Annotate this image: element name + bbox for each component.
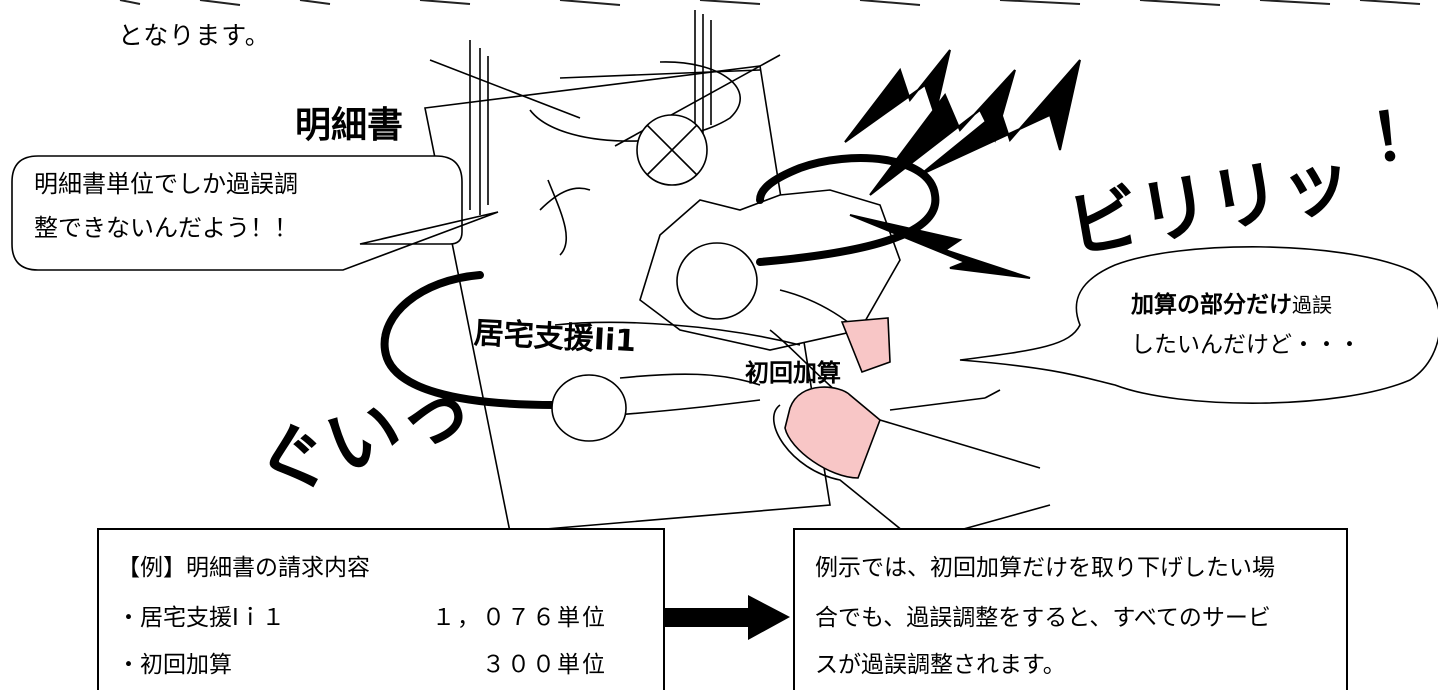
speech-bubble-right-shape [959,246,1438,404]
example-item-1-value: １，０７６単位 [432,605,607,631]
pull-loop-left [380,271,559,409]
paper-lines [429,10,781,256]
bubble-right-line-1: 加算の部分だけ過誤 [1131,285,1332,319]
example-item-2-name: ・初回加算 [117,652,232,678]
lightning-bolts [844,49,1081,279]
finger-top-icon [840,317,891,374]
bubble-left-line-1: 明細書単位でしか過誤調 [34,170,298,198]
bubble-right-bold: 加算の部分だけ [1131,292,1292,318]
hand-lines [879,389,1041,469]
note-pointer-line [959,504,1051,531]
note-line-2: 合でも、過誤調整をすると、すべてのサービ [815,605,1271,631]
note-line-1: 例示では、初回加算だけを取り下げしたい場 [815,555,1275,581]
bubble-right-line-2: したいんだけど・・・ [1131,332,1361,358]
bubble-right-rest: 過誤 [1292,293,1332,317]
speech-bubble-left-shape [11,155,499,271]
finger-bottom-icon [773,386,1051,651]
x-circle-mark [636,114,708,186]
grip-circle-bottom [551,374,627,442]
example-item-1-name: ・居宅支援Ⅰｉ１ [117,605,285,631]
statement-label: 明細書 [295,105,404,146]
right-arrow-icon [650,595,790,640]
example-box: 【例】明細書の請求内容 ・居宅支援Ⅰｉ１ １，０７６単位 ・初回加算 ３００単位 [97,528,665,690]
header-line-2: となります。 [118,21,271,50]
grip-circle-top [676,242,758,320]
example-item-2-value: ３００単位 [482,652,607,678]
example-title: 【例】明細書の請求内容 [117,555,370,581]
header-cut-strokes [119,0,1421,6]
note-line-3: スが過誤調整されます。 [815,652,1066,678]
tear-loop-right [756,154,940,266]
note-box: 例示では、初回加算だけを取り下げしたい場 合でも、過誤調整をすると、すべてのサー… [793,528,1348,690]
service-addon-label: 初回加算 [745,359,841,387]
service-main-label: 居宅支援Ⅰi1 [473,315,637,360]
bubble-left-line-2: 整できないんだよう！！ [34,214,298,242]
statement-paper [424,65,831,533]
tear-exclamation: ！ [1365,92,1438,179]
